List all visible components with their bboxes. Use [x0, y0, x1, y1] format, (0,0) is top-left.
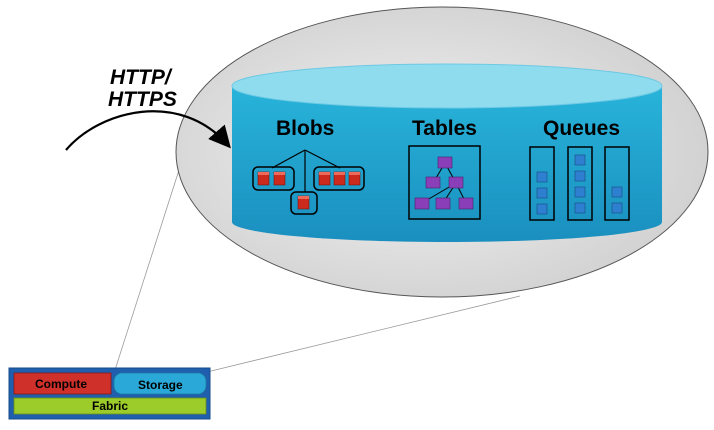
red-cube-icon: [297, 195, 310, 210]
blobs-label: Blobs: [276, 117, 334, 140]
blue-cube-icon: [574, 170, 586, 182]
red-cube-icon: [273, 171, 286, 186]
tables-diagram: [408, 145, 481, 220]
http-label: HTTP/: [110, 66, 173, 89]
blue-cube-icon: [574, 202, 586, 214]
purple-cube-icon: [425, 176, 441, 189]
blobs-diagram: [252, 149, 365, 215]
queues-diagram: [529, 146, 630, 221]
purple-cube-icon: [414, 197, 430, 210]
purple-cube-icon: [435, 197, 451, 210]
storage-label: Storage: [138, 378, 183, 392]
compute-label: Compute: [35, 377, 87, 391]
blue-cube-icon: [536, 203, 548, 215]
blue-cube-icon: [536, 187, 548, 199]
red-cube-icon: [257, 171, 270, 186]
blue-cube-icon: [611, 202, 623, 214]
fabric-layer: [13, 397, 207, 415]
queues-label: Queues: [543, 117, 620, 140]
platform-layers: Compute Storage Fabric: [8, 367, 211, 420]
blue-cube-icon: [536, 171, 548, 183]
purple-cube-icon: [458, 197, 474, 210]
blue-cube-icon: [574, 154, 586, 166]
connector-line-left: [114, 144, 188, 371]
storage-layer: [113, 372, 207, 395]
fabric-label: Fabric: [92, 399, 128, 413]
storage-cylinder: [231, 63, 663, 242]
blue-cube-icon: [611, 186, 623, 198]
red-cube-icon: [348, 171, 361, 186]
https-label: HTTPS: [108, 88, 177, 111]
compute-layer: [13, 372, 112, 395]
purple-cube-icon: [437, 156, 453, 169]
purple-cube-icon: [448, 176, 464, 189]
tables-label: Tables: [412, 117, 477, 140]
red-cube-icon: [318, 171, 331, 186]
curved-arrow-icon: [65, 110, 231, 151]
red-cube-icon: [333, 171, 346, 186]
connector-line-right: [206, 295, 521, 373]
blue-cube-icon: [574, 186, 586, 198]
